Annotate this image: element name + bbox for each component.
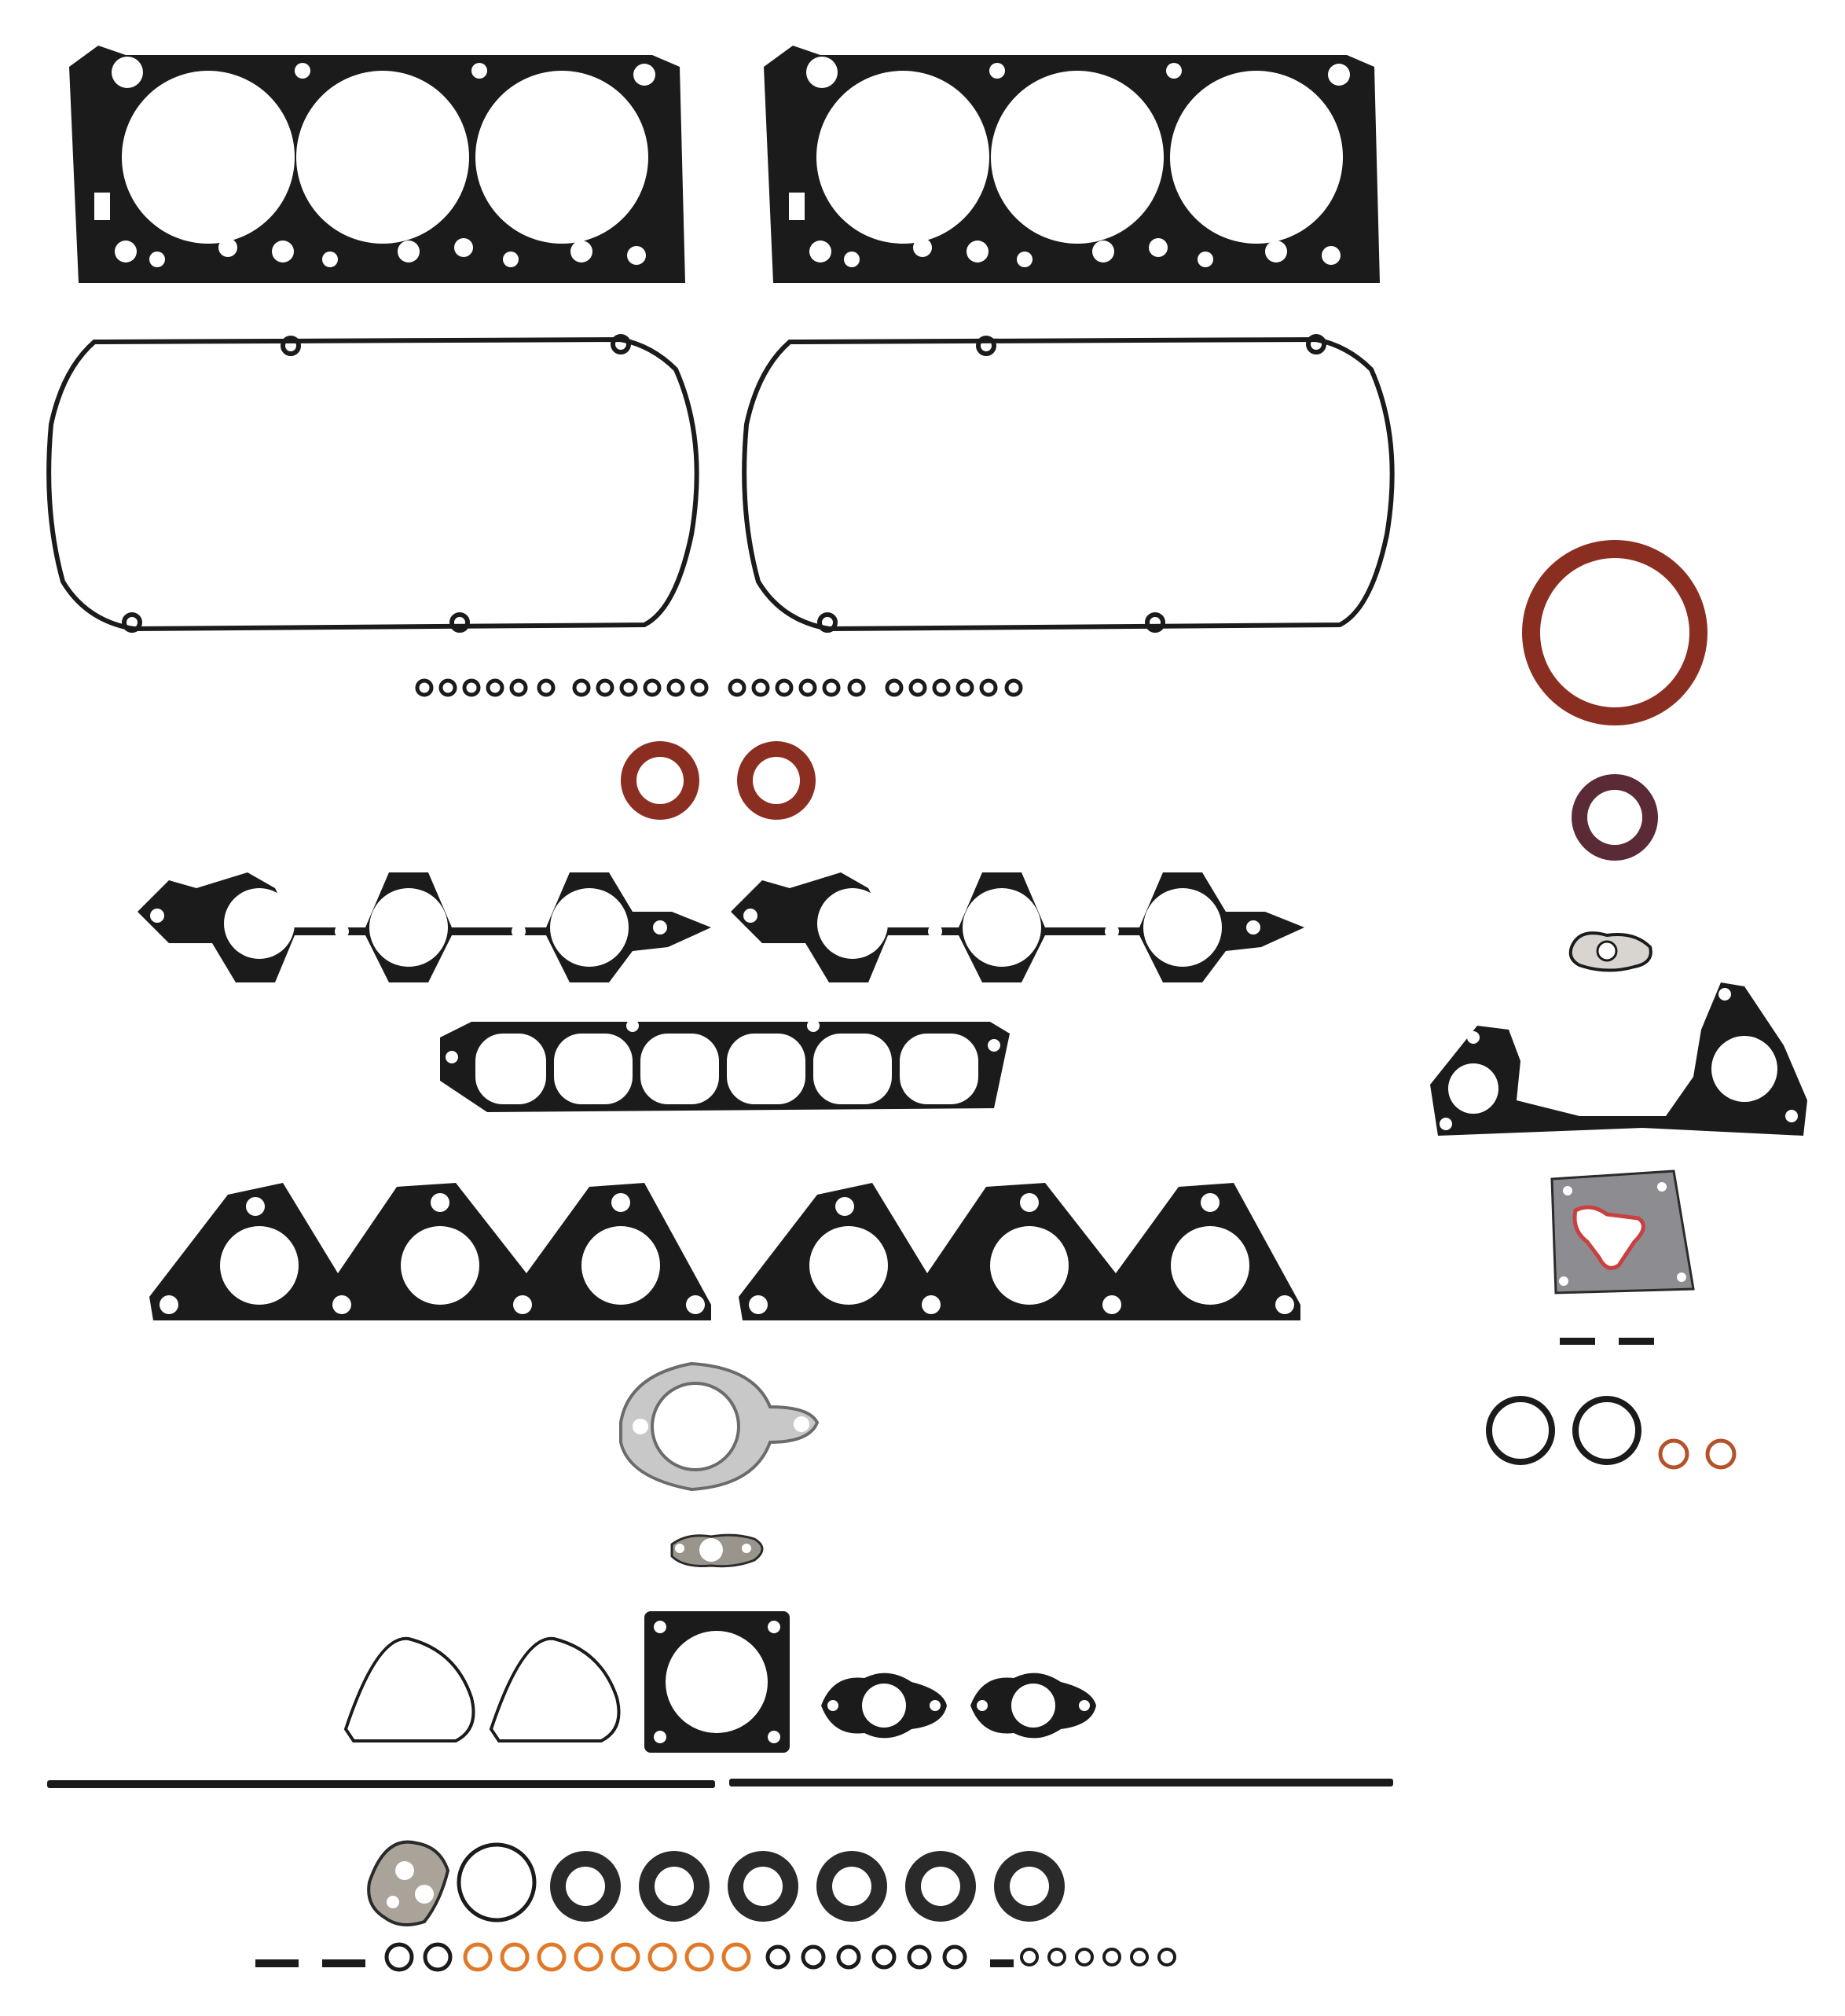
water-pump-gasket [1550,1170,1695,1294]
egr-gasket [670,1533,764,1568]
small-strips-bottom [255,1959,1014,1967]
exhaust-manifold-gasket-right [739,1183,1300,1320]
plenum-gasket [440,1019,1010,1112]
throttle-body-gasket [644,1611,790,1753]
valve-stem-seals [415,678,1023,697]
o-rings-right [1486,1396,1737,1470]
exhaust-flange-gasket [618,1361,820,1492]
small-o-rings-bottom [384,1942,1176,1972]
intake-manifold-gasket-right [731,872,1304,982]
timing-cover-gasket [1430,982,1807,1136]
oil-pump-gasket [1568,931,1652,972]
water-outlet-gasket-thin-right [489,1636,621,1742]
valve-cover-gasket-right [742,334,1395,633]
large-o-ring [457,1842,537,1922]
small-seal-strips [1560,1338,1654,1345]
cylinder-head-gasket-left [69,46,685,283]
water-outlet-gasket-left [821,1673,947,1739]
oil-filter-adapter-gasket [367,1840,450,1926]
valve-cover-gasket-left [46,334,699,633]
front-crank-seal [1572,774,1658,861]
rubber-strips [47,1779,1393,1788]
water-outlet-gasket-right [970,1673,1096,1739]
spark-plug-tube-seals [550,1851,1065,1922]
rear-main-seal [1522,540,1707,725]
intake-manifold-gasket-left [138,872,711,982]
camshaft-seals [621,741,816,820]
exhaust-manifold-gasket-left [149,1183,711,1320]
cylinder-head-gasket-right [764,46,1380,283]
water-outlet-gasket-thin-left [343,1636,475,1742]
